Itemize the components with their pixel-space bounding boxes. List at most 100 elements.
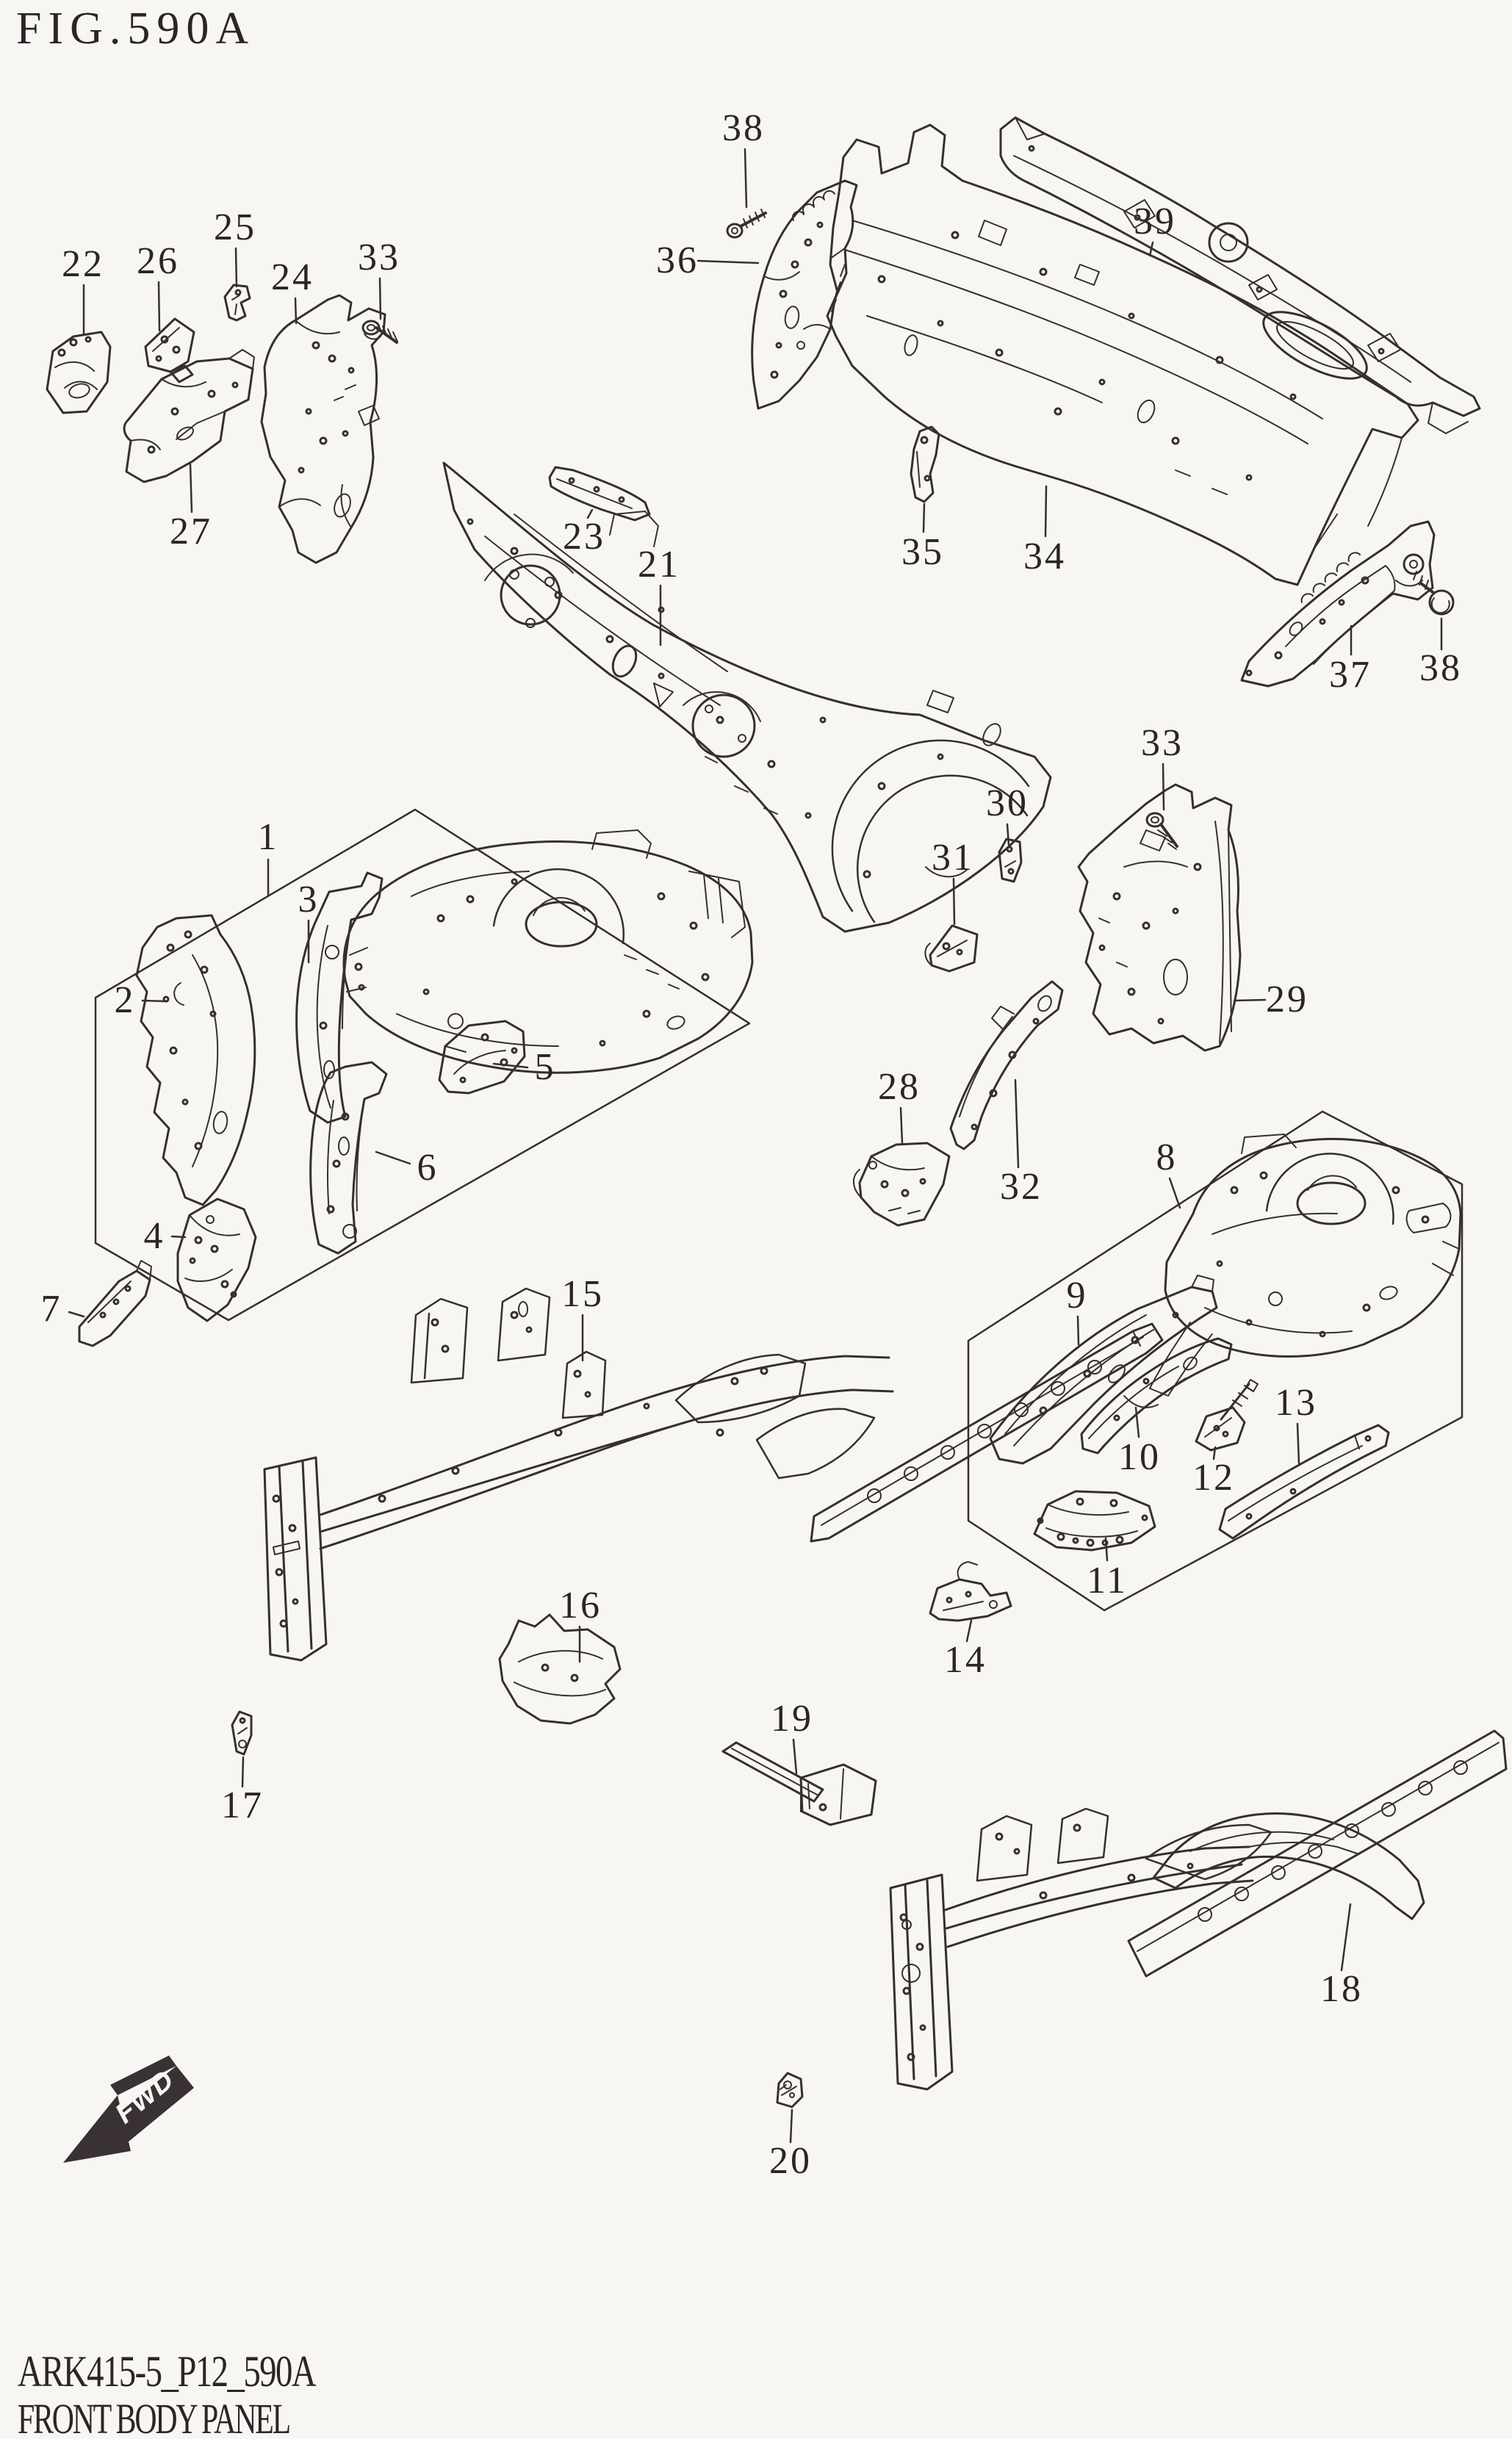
part-8-wheelhouse-assembly-drawing bbox=[1149, 1134, 1462, 1397]
leader-line-14 bbox=[965, 1619, 973, 1643]
part-20-drawing bbox=[776, 2072, 804, 2108]
part-17-drawing bbox=[231, 1710, 253, 1756]
part-callout-15: 15 bbox=[561, 1273, 604, 1315]
part-callout-39: 39 bbox=[1134, 201, 1176, 242]
part-callout-14: 14 bbox=[944, 1639, 987, 1681]
part-2-drawing bbox=[135, 914, 256, 1206]
part-35-drawing bbox=[910, 425, 940, 503]
part-callout-8: 8 bbox=[1156, 1136, 1178, 1178]
part-33-bolt-right-drawing bbox=[1145, 812, 1178, 850]
figure-title: FIG.590A bbox=[16, 4, 256, 54]
part-callout-22: 22 bbox=[62, 243, 104, 285]
leader-line-18 bbox=[1340, 1903, 1352, 1972]
leader-line-17 bbox=[241, 1756, 245, 1788]
leader-line-38 bbox=[744, 148, 748, 209]
part-callout-31: 31 bbox=[932, 837, 974, 879]
leader-line-30 bbox=[1006, 823, 1010, 846]
part-6-drawing bbox=[309, 1061, 388, 1255]
leader-line-20 bbox=[789, 2108, 793, 2144]
part-callout-38: 38 bbox=[722, 107, 765, 149]
part-callout-17: 17 bbox=[221, 1784, 264, 1826]
part-callout-30: 30 bbox=[986, 782, 1029, 824]
leader-line-6 bbox=[375, 1150, 411, 1165]
part-callout-26: 26 bbox=[137, 240, 179, 282]
part-callout-16: 16 bbox=[559, 1585, 602, 1626]
part-38-bolt-top-drawing bbox=[726, 209, 767, 239]
part-10-drawing bbox=[1080, 1337, 1233, 1455]
part-callout-9: 9 bbox=[1066, 1275, 1088, 1316]
figure-name: FRONT BODY PANEL bbox=[18, 2395, 291, 2439]
part-callout-33: 33 bbox=[358, 237, 400, 278]
leader-line-36 bbox=[696, 259, 760, 264]
part-15-frame-rail-assembly-drawing bbox=[263, 1287, 1164, 1662]
part-callout-24: 24 bbox=[271, 256, 314, 298]
part-callout-34: 34 bbox=[1023, 536, 1066, 577]
part-callout-36: 36 bbox=[656, 239, 699, 281]
leader-line-33 bbox=[1162, 763, 1165, 811]
part-callout-2: 2 bbox=[114, 979, 136, 1021]
part-callout-29: 29 bbox=[1266, 979, 1308, 1020]
part-callout-6: 6 bbox=[417, 1147, 439, 1189]
part-27-drawing bbox=[123, 349, 255, 483]
part-callout-5: 5 bbox=[534, 1046, 556, 1088]
part-callout-19: 19 bbox=[771, 1698, 813, 1740]
part-7-drawing bbox=[78, 1260, 152, 1347]
part-callout-12: 12 bbox=[1192, 1457, 1235, 1499]
part-callout-7: 7 bbox=[40, 1288, 62, 1330]
part-11-drawing bbox=[1033, 1490, 1156, 1552]
part-25-drawing bbox=[223, 284, 251, 322]
part-callout-23: 23 bbox=[563, 516, 605, 558]
part-37-drawing bbox=[1240, 520, 1436, 688]
left-group-boundary bbox=[94, 808, 751, 1322]
part-callout-28: 28 bbox=[878, 1066, 921, 1108]
part-18-frame-rail-assembly-drawing bbox=[889, 1729, 1508, 2091]
part-callout-10: 10 bbox=[1118, 1436, 1161, 1478]
part-33-bolt-left-drawing bbox=[361, 320, 398, 344]
leader-line-27 bbox=[189, 463, 193, 514]
leader-line-5 bbox=[492, 1062, 529, 1069]
footer: ARK415-5_P12_590A FRONT BODY PANEL bbox=[18, 2349, 679, 2439]
part-16-drawing bbox=[498, 1613, 622, 1725]
leader-line-11 bbox=[1104, 1537, 1109, 1562]
part-23-drawing bbox=[548, 466, 651, 522]
leader-line-10 bbox=[1134, 1406, 1140, 1438]
part-12-drawing bbox=[1195, 1379, 1259, 1452]
part-39-drawing bbox=[999, 116, 1481, 434]
part-9-drawing bbox=[989, 1275, 1218, 1465]
part-callout-37: 37 bbox=[1329, 654, 1372, 696]
part-callout-32: 32 bbox=[1000, 1166, 1043, 1208]
leader-line-28 bbox=[899, 1106, 904, 1145]
part-13-drawing bbox=[1218, 1424, 1390, 1540]
part-callout-18: 18 bbox=[1320, 1968, 1363, 2010]
part-38-bolt-right-drawing bbox=[1413, 571, 1455, 616]
leader-line-13 bbox=[1296, 1422, 1300, 1465]
leader-line-23 bbox=[586, 508, 594, 519]
part-26-drawing bbox=[144, 317, 195, 383]
leader-line-19 bbox=[792, 1738, 798, 1775]
leader-line-29 bbox=[1233, 998, 1267, 1002]
part-callout-25: 25 bbox=[214, 206, 256, 248]
part-32-drawing bbox=[949, 980, 1064, 1150]
leader-line-4 bbox=[170, 1235, 187, 1239]
part-1-wheelhouse-assembly-drawing bbox=[342, 829, 754, 1074]
leader-line-25 bbox=[234, 247, 238, 288]
part-36-drawing bbox=[751, 179, 858, 410]
part-callout-21: 21 bbox=[638, 544, 680, 586]
part-callout-11: 11 bbox=[1086, 1560, 1128, 1602]
leader-line-9 bbox=[1076, 1315, 1080, 1346]
part-callout-38: 38 bbox=[1419, 647, 1462, 689]
part-30-drawing bbox=[998, 837, 1023, 883]
part-callout-1: 1 bbox=[257, 816, 279, 858]
part-19-drawing bbox=[721, 1741, 877, 1826]
part-callout-27: 27 bbox=[170, 511, 212, 552]
part-14-drawing bbox=[929, 1561, 1012, 1622]
part-4-drawing bbox=[176, 1197, 257, 1322]
part-callout-33: 33 bbox=[1141, 722, 1184, 764]
part-31-drawing bbox=[924, 924, 979, 973]
leader-line-39 bbox=[1148, 241, 1154, 257]
catalog-code: ARK415-5_P12_590A bbox=[18, 2347, 317, 2396]
leader-line-33 bbox=[378, 277, 382, 320]
leader-lines bbox=[68, 148, 1443, 2144]
leader-line-8 bbox=[1168, 1177, 1181, 1209]
